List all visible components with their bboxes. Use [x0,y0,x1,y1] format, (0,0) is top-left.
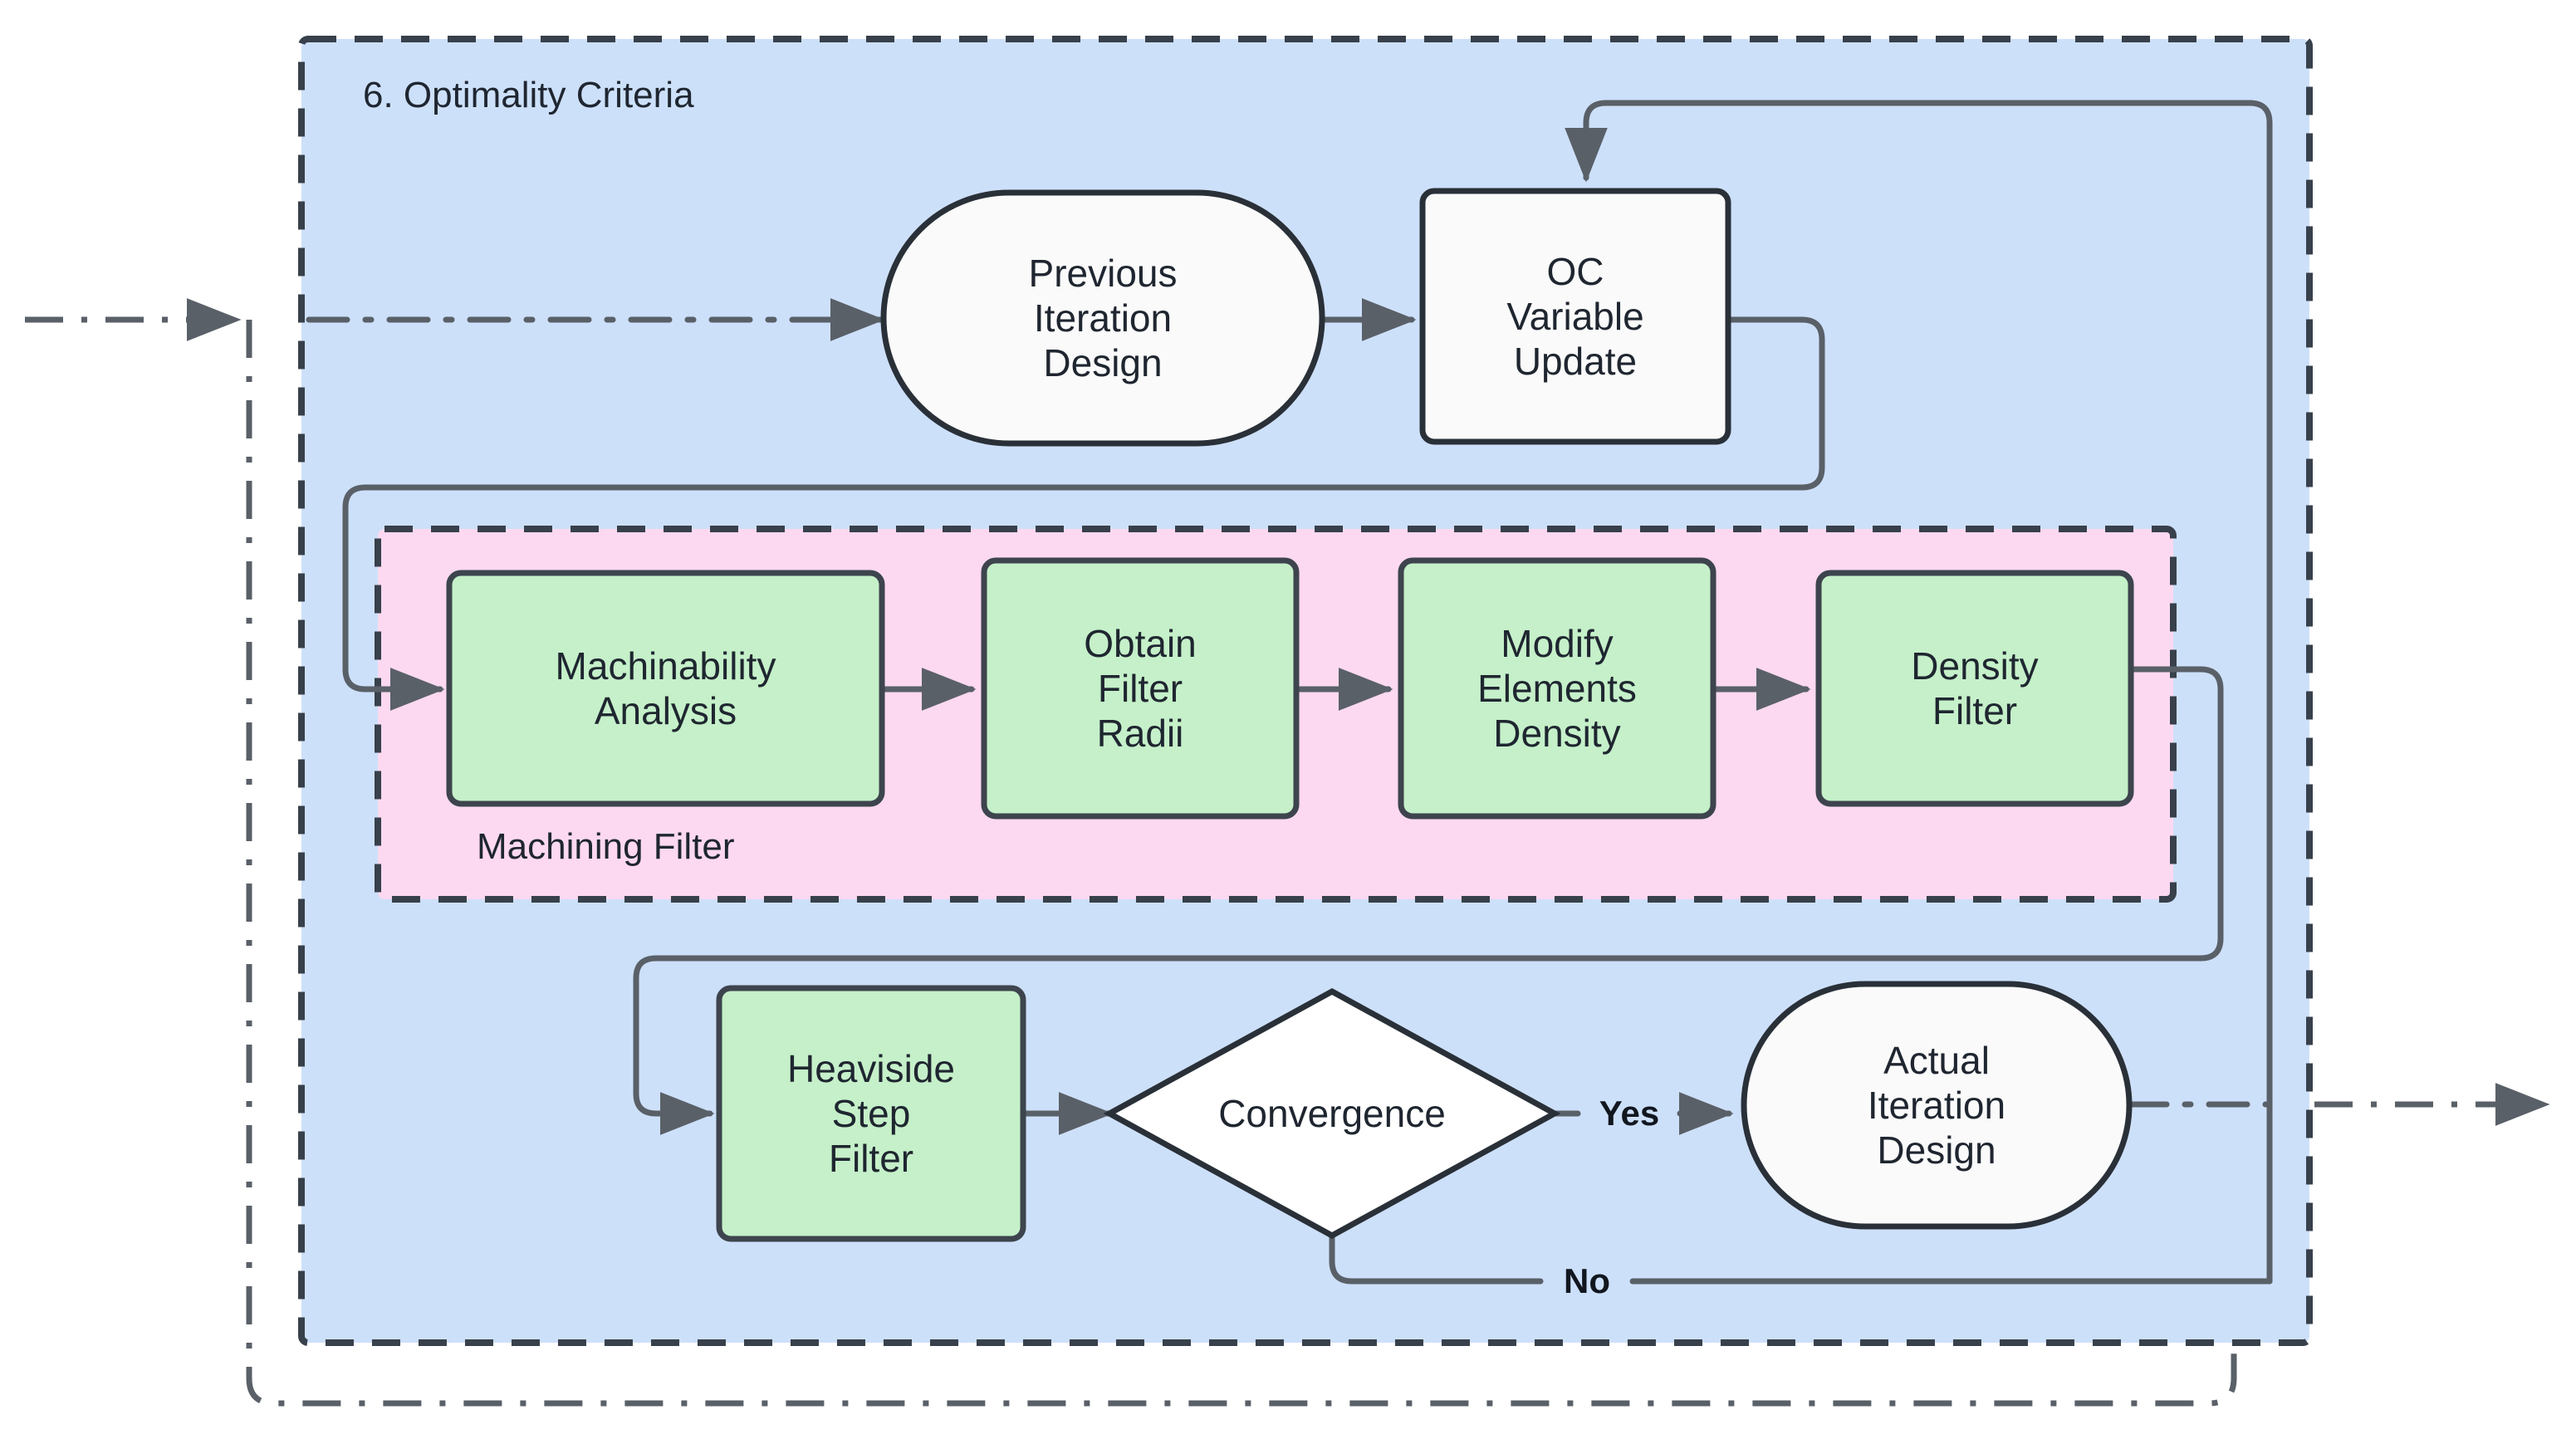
node-machinability-analysis[interactable] [446,570,885,807]
edge-convergence-no [1329,1230,1544,1285]
node-convergence[interactable] [1103,988,1561,1239]
node-density-filter[interactable] [1815,570,2134,807]
edge-densityfilter-to-heaviside [633,666,2224,1135]
edge-label-no: No [1564,1261,1610,1300]
edge-ocvar-to-machinability [342,316,1825,711]
subgraph-title-optimality-criteria: 6. Optimality Criteria [363,75,694,115]
node-oc-variable-update[interactable] [1419,188,1731,445]
node-modify-elements-density[interactable] [1398,557,1717,820]
edge-no-loop-to-ocvar [1565,100,2273,1285]
node-previous-iteration-design[interactable] [880,189,1325,447]
node-actual-iteration-design[interactable] [1741,981,2133,1230]
external-feedback-loop [246,320,2237,1407]
node-obtain-filter-radii[interactable] [981,557,1300,820]
edge-label-yes: Yes [1599,1094,1660,1133]
node-heaviside-step-filter[interactable] [716,985,1026,1242]
subgraph-title-machining-filter: Machining Filter [477,826,735,867]
